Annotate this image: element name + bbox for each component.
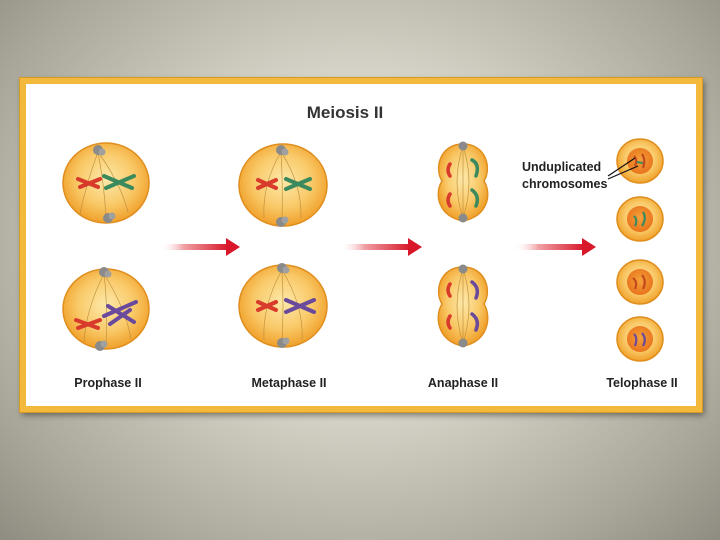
chromosome-red bbox=[446, 282, 452, 330]
chromosome-green bbox=[470, 158, 480, 208]
telophase-cell bbox=[616, 138, 664, 184]
centrosome bbox=[458, 213, 468, 223]
centrosome bbox=[277, 337, 290, 348]
centrosome bbox=[276, 216, 289, 227]
callout-line-1: Unduplicated bbox=[522, 160, 601, 174]
chromosome-green bbox=[284, 177, 312, 191]
label-metaphase-ii: Metaphase II bbox=[251, 376, 326, 390]
chromosome-red bbox=[446, 162, 452, 208]
progression-arrow bbox=[514, 238, 596, 256]
centrosome bbox=[103, 212, 116, 223]
centrosome bbox=[276, 145, 289, 156]
diagram-title: Meiosis II bbox=[307, 103, 384, 122]
callout-pointer bbox=[607, 157, 639, 180]
anaphase-cell-bottom bbox=[437, 264, 489, 348]
centrosome bbox=[458, 141, 468, 151]
chromosome-purple bbox=[470, 280, 480, 332]
chromosome-green bbox=[102, 174, 136, 190]
centrosome bbox=[95, 340, 108, 351]
progression-arrow bbox=[160, 238, 240, 256]
progression-arrow bbox=[340, 238, 422, 256]
centrosome bbox=[99, 267, 112, 278]
metaphase-cell-bottom bbox=[238, 263, 328, 348]
meiosis-diagram: Meiosis II bbox=[62, 103, 678, 390]
label-prophase-ii: Prophase II bbox=[74, 376, 141, 390]
centrosome bbox=[458, 338, 468, 348]
callout-line-2: chromosomes bbox=[522, 177, 607, 191]
prophase-cell-top bbox=[62, 142, 150, 224]
chromosome-red bbox=[256, 300, 278, 312]
centrosome bbox=[458, 264, 468, 274]
chromosome-purple bbox=[284, 298, 316, 314]
telophase-cell bbox=[616, 196, 664, 242]
label-anaphase-ii: Anaphase II bbox=[428, 376, 498, 390]
chromosome-purple bbox=[102, 300, 138, 326]
anaphase-cell-top bbox=[437, 141, 489, 223]
chromosome-red bbox=[74, 318, 102, 330]
centrosome bbox=[93, 145, 106, 156]
chromosome-red bbox=[256, 178, 278, 190]
centrosome bbox=[277, 263, 290, 274]
chromosome-red bbox=[76, 177, 102, 189]
diagram-panel: Meiosis II bbox=[19, 77, 703, 413]
telophase-cell bbox=[616, 259, 664, 305]
prophase-cell-bottom bbox=[62, 267, 150, 351]
telophase-cell bbox=[616, 316, 664, 362]
metaphase-cell-top bbox=[238, 143, 328, 227]
label-telophase-ii: Telophase II bbox=[606, 376, 677, 390]
